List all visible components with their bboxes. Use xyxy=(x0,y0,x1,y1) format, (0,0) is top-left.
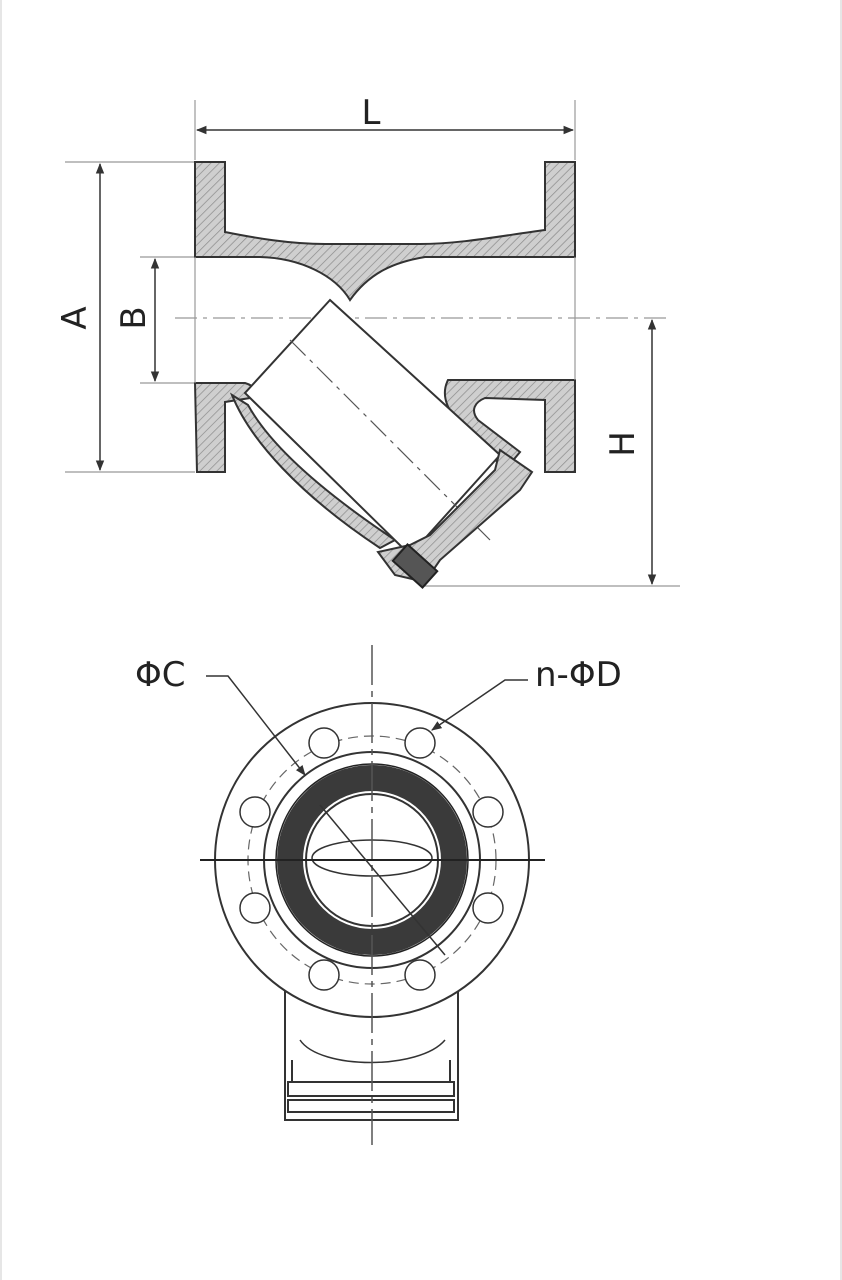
callout-phi-c: ΦC xyxy=(135,655,186,695)
dimension-h: H xyxy=(420,317,680,587)
dimension-b: B xyxy=(114,256,195,384)
bolt-hole xyxy=(404,959,436,991)
side-view: L A B H xyxy=(55,93,680,589)
drain-plug xyxy=(391,543,439,589)
callouts: ΦC n-ΦD xyxy=(135,655,622,776)
left-page-edge xyxy=(0,0,2,1280)
drain-cap xyxy=(376,448,534,584)
end-view xyxy=(200,645,545,1145)
leader-n-phi-d xyxy=(431,679,528,731)
callout-n-phi-d: n-ΦD xyxy=(535,655,622,695)
dimension-l: L xyxy=(194,93,576,160)
bolt-hole xyxy=(472,796,504,828)
left-lower-flange xyxy=(193,382,256,473)
dimension-label-h: H xyxy=(603,431,643,457)
bolt-hole xyxy=(308,959,340,991)
right-lower-flange xyxy=(443,379,576,473)
dimension-label-a: A xyxy=(55,306,95,329)
diameter-line xyxy=(319,804,446,956)
upper-body-casting xyxy=(194,161,576,302)
bolt-holes xyxy=(239,727,504,991)
support-foot xyxy=(284,990,459,1121)
bolt-hole xyxy=(239,892,271,924)
bolt-hole xyxy=(404,727,436,759)
bolt-hole xyxy=(472,892,504,924)
bolt-hole xyxy=(308,727,340,759)
right-page-edge xyxy=(840,0,842,1280)
leader-phi-c xyxy=(206,675,306,776)
bolt-hole xyxy=(239,796,271,828)
dimension-a: A xyxy=(55,161,195,473)
dimension-label-l: L xyxy=(362,93,381,133)
dimension-label-b: B xyxy=(114,306,154,329)
